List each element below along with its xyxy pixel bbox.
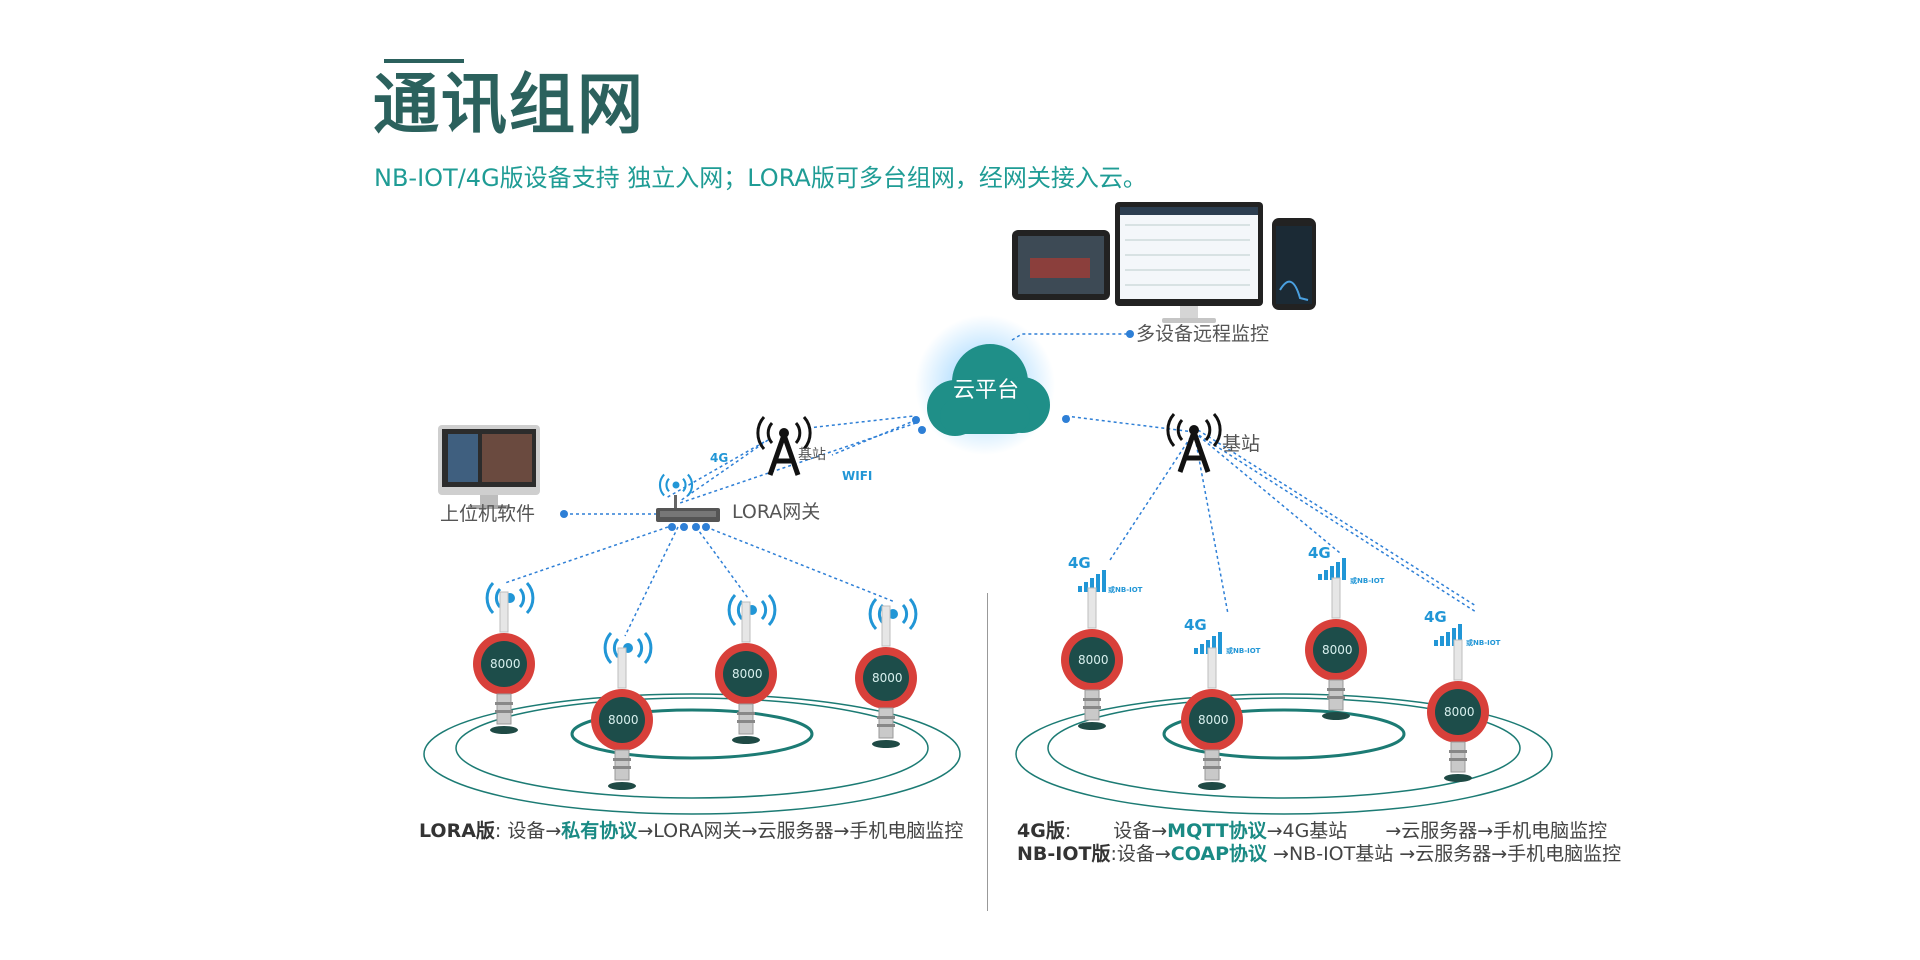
cloud-icon [927,344,1050,436]
phone-screen [1272,218,1316,310]
device-display: 8000 [872,671,903,685]
host-software-label: 上位机软件 [440,503,536,525]
signal-nb-label: 或NB-IOT [1108,586,1143,594]
signal-4g-label: 4G [1424,608,1447,626]
page-title: 通讯组网 [373,66,645,143]
signal-4g-label: 4G [1308,544,1331,562]
base-station-label: 基站 [798,447,826,463]
signal-nb-label: 或NB-IOT [1226,647,1261,655]
desktop-monitor [1115,202,1263,323]
accent-bar [384,59,464,63]
cellular-coverage-rings [1015,693,1553,815]
signal-4g-label: 4G [1184,616,1207,634]
device-display: 8000 [490,657,521,671]
remote-monitor-label: 多设备远程监控 [1136,323,1270,345]
device-display: 8000 [1444,705,1475,719]
signal-nb-label: 或NB-IOT [1350,577,1385,585]
host-computer-icon [438,425,540,509]
device-display: 8000 [608,713,639,727]
base-station-label: 基站 [1222,433,1261,455]
lora-gateway-icon [656,473,720,531]
cell-tower-icon [758,417,810,475]
signal-4g-label: 4G [1068,554,1091,572]
tablet-screen [1012,230,1110,300]
nbiot-flow: NB-IOT版:设备→COAP协议 →NB-IOT基站 →云服务器→手机电脑监控 [1017,843,1622,865]
link-wifi-label: WIFI [842,469,873,483]
device-display: 8000 [1078,653,1109,667]
signal-nb-label: 或NB-IOT [1466,639,1501,647]
cloud-label: 云平台 [953,378,1020,403]
device-display: 8000 [732,667,763,681]
cell-tower-icon [1168,414,1220,472]
lora-coverage-rings [423,693,961,815]
lora-flow: LORA版: 设备→私有协议→LORA网关→云服务器→手机电脑监控 [419,820,964,842]
links [504,333,1477,637]
link-4g-label: 4G [710,451,729,465]
section-divider [987,593,988,911]
device-display: 8000 [1198,713,1229,727]
device-display: 8000 [1322,643,1353,657]
lora-gateway-label: LORA网关 [732,501,821,523]
page-subtitle: NB-IOT/4G版设备支持 独立入网；LORA版可多台组网，经网关接入云。 [374,164,1147,192]
4g-flow: 4G版:设备→MQTT协议→4G基站→云服务器→手机电脑监控 [1017,820,1608,842]
